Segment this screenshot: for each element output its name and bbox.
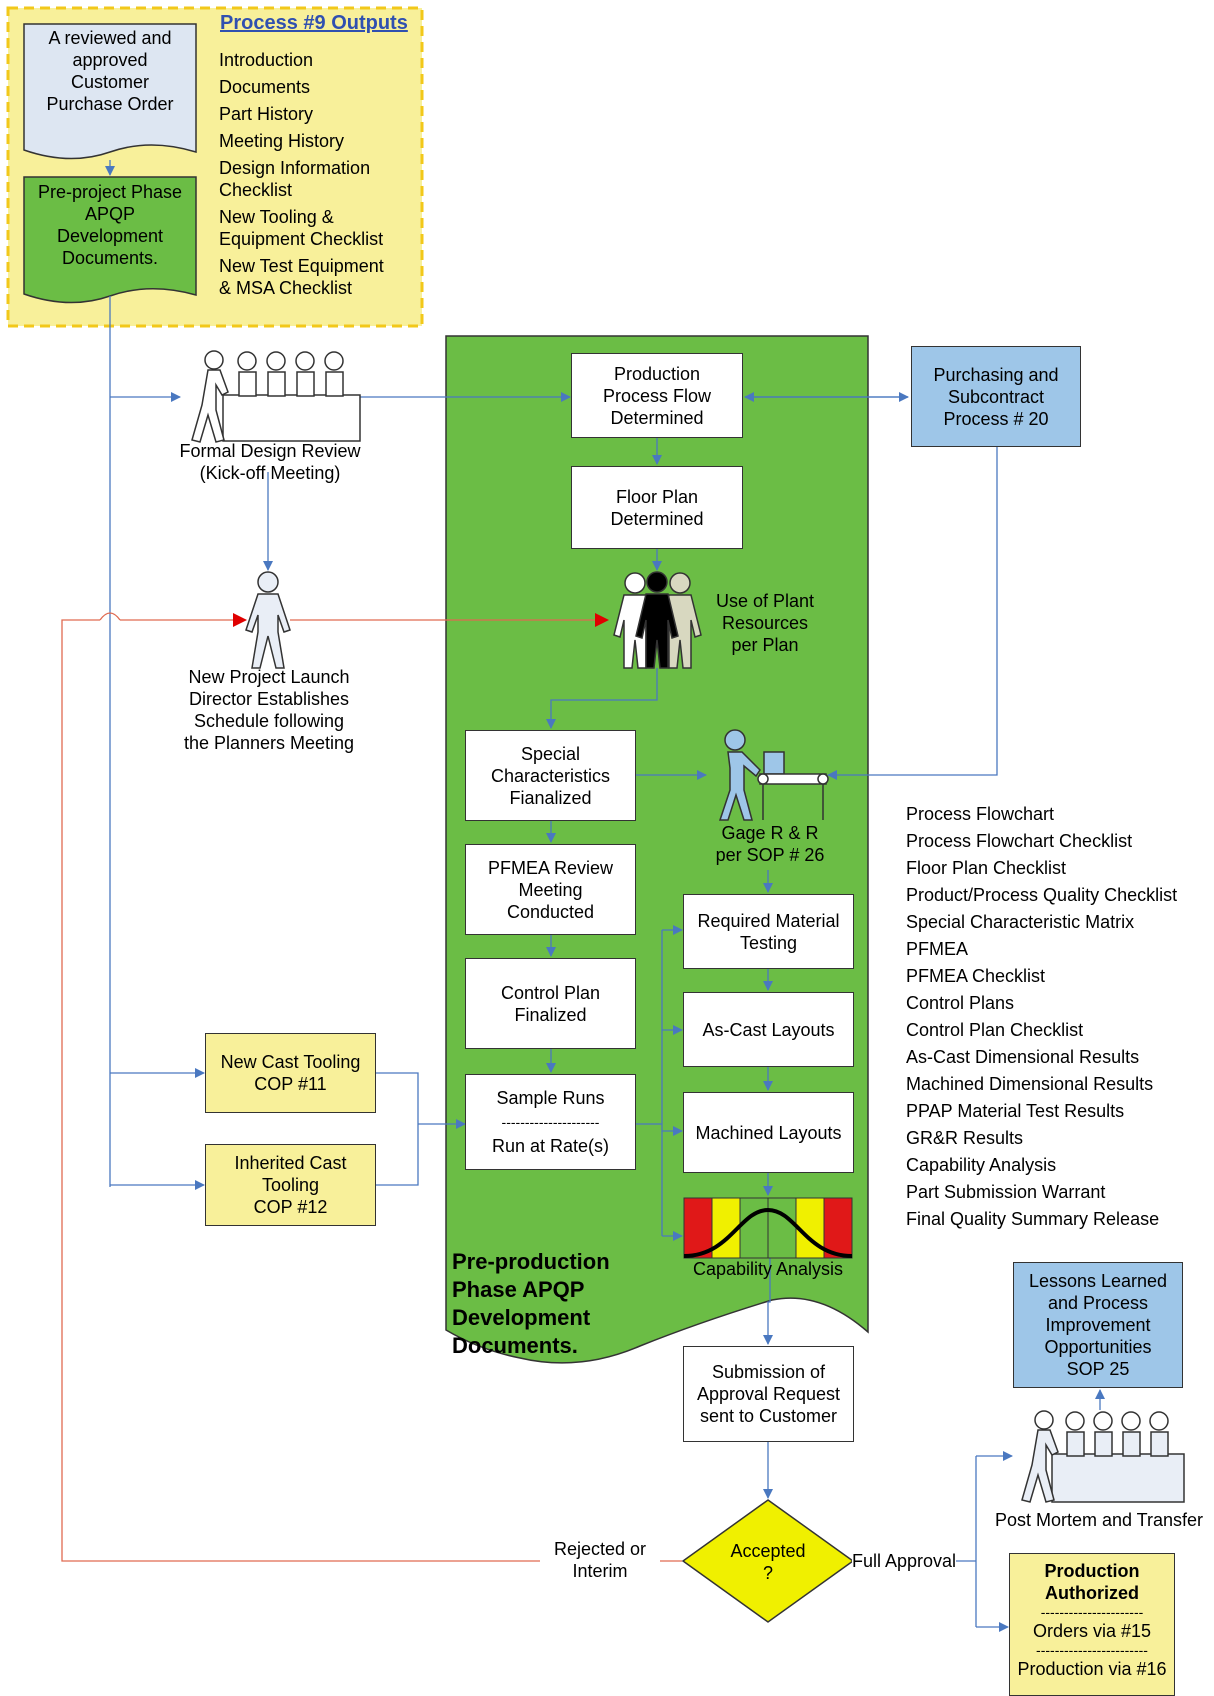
gage-rr-worker-icon xyxy=(718,729,829,821)
post-mortem-label: Post Mortem and Transfer xyxy=(994,1510,1204,1530)
rejected-label: Rejected or Interim xyxy=(540,1538,660,1582)
post-mortem-figure-icon xyxy=(1021,1410,1185,1503)
material-testing-box: Required Material Testing xyxy=(683,894,854,969)
launch-director-label: New Project Launch Director Establishes … xyxy=(183,667,355,753)
prod-auth-production: Production via #16 xyxy=(1017,1659,1167,1679)
as-cast-box: As-Cast Layouts xyxy=(683,992,854,1067)
new-cast-tooling-box: New Cast Tooling COP #11 xyxy=(205,1033,376,1113)
sample-runs-box: Sample Runs --------------------- Run at… xyxy=(465,1074,636,1170)
output-item: Part Submission Warrant xyxy=(906,1182,1106,1202)
machined-box: Machined Layouts xyxy=(683,1092,854,1173)
launch-director-person-icon xyxy=(245,571,291,669)
submission-box: Submission of Approval Request sent to C… xyxy=(683,1346,854,1442)
process9-item: Part History xyxy=(219,104,314,124)
capability-label: Capability Analysis xyxy=(692,1259,844,1279)
full-approval-label: Full Approval xyxy=(852,1550,957,1572)
process9-items-list: Introduction Documents Part History Meet… xyxy=(219,49,419,299)
pfmea-box: PFMEA Review Meeting Conducted xyxy=(465,844,636,935)
output-item: Special Characteristic Matrix xyxy=(906,912,1135,932)
output-item: Floor Plan Checklist xyxy=(906,858,1067,878)
plant-resources-people-icon xyxy=(613,571,702,669)
formal-review-label: Formal Design Review (Kick-off Meeting) xyxy=(179,441,361,483)
process9-item: Design Information Checklist xyxy=(219,158,371,200)
capability-chart-icon xyxy=(683,1197,853,1259)
process9-item: New Test Equipment & MSA Checklist xyxy=(219,256,384,298)
output-item: Control Plans xyxy=(906,993,1015,1013)
prod-auth-title: Production Authorized xyxy=(1044,1561,1140,1603)
special-chars-box: Special Characteristics Fianalized xyxy=(465,730,636,821)
process9-title: Process #9 Outputs xyxy=(220,12,408,34)
output-item: GR&R Results xyxy=(906,1128,1024,1148)
prod-auth-orders: Orders via #15 xyxy=(1032,1621,1152,1641)
accepted-diamond xyxy=(681,1499,855,1623)
process9-item: Documents xyxy=(219,77,311,97)
output-item: Process Flowchart Checklist xyxy=(906,831,1133,851)
preproduction-docs-label: Pre-production Phase APQP Development Do… xyxy=(452,1249,610,1358)
process9-item: Meeting History xyxy=(219,131,345,151)
purchase-order-label: A reviewed and approved Customer Purchas… xyxy=(46,28,174,114)
output-item: PPAP Material Test Results xyxy=(906,1101,1125,1121)
floor-plan-box: Floor Plan Determined xyxy=(571,466,743,549)
control-plan-box: Control Plan Finalized xyxy=(465,958,636,1049)
prod-auth-separator: ------------------------ xyxy=(1036,1642,1148,1658)
process9-item: New Tooling & Equipment Checklist xyxy=(219,207,384,249)
outputs-list: Process Flowchart Process Flowchart Chec… xyxy=(906,801,1206,1233)
production-flow-box: Production Process Flow Determined xyxy=(571,353,743,438)
output-item: Product/Process Quality Checklist xyxy=(906,885,1178,905)
preproject-docs-label: Pre-project Phase APQP Development Docum… xyxy=(37,182,183,268)
output-item: As-Cast Dimensional Results xyxy=(906,1047,1140,1067)
lessons-learned-box: Lessons Learned and Process Improvement … xyxy=(1013,1262,1183,1388)
sample-runs-separator: --------------------- xyxy=(501,1114,600,1130)
sample-runs-top: Sample Runs xyxy=(496,1088,605,1108)
purchasing-box: Purchasing and Subcontract Process # 20 xyxy=(911,346,1081,447)
gage-rr-label: Gage R & R per SOP # 26 xyxy=(715,823,825,865)
output-item: Final Quality Summary Release xyxy=(906,1209,1160,1229)
output-item: PFMEA xyxy=(906,939,969,959)
output-item: Process Flowchart xyxy=(906,804,1055,824)
output-item: Machined Dimensional Results xyxy=(906,1074,1154,1094)
output-item: Control Plan Checklist xyxy=(906,1020,1084,1040)
preproject-docs-shape xyxy=(23,176,197,304)
purchase-order-document xyxy=(23,23,197,160)
formal-review-figure-icon xyxy=(191,350,361,443)
accepted-label: Accepted ? xyxy=(730,1541,806,1583)
output-item: PFMEA Checklist xyxy=(906,966,1046,986)
output-item: Capability Analysis xyxy=(906,1155,1057,1175)
plant-resources-label: Use of Plant Resources per Plan xyxy=(715,591,815,655)
inherited-cast-tooling-box: Inherited Cast Tooling COP #12 xyxy=(205,1144,376,1226)
process9-item: Introduction xyxy=(219,50,314,70)
prod-auth-separator: ---------------------- xyxy=(1040,1604,1144,1620)
production-authorized-box: Production Authorized ------------------… xyxy=(1009,1553,1175,1696)
sample-runs-bottom: Run at Rate(s) xyxy=(491,1136,610,1156)
